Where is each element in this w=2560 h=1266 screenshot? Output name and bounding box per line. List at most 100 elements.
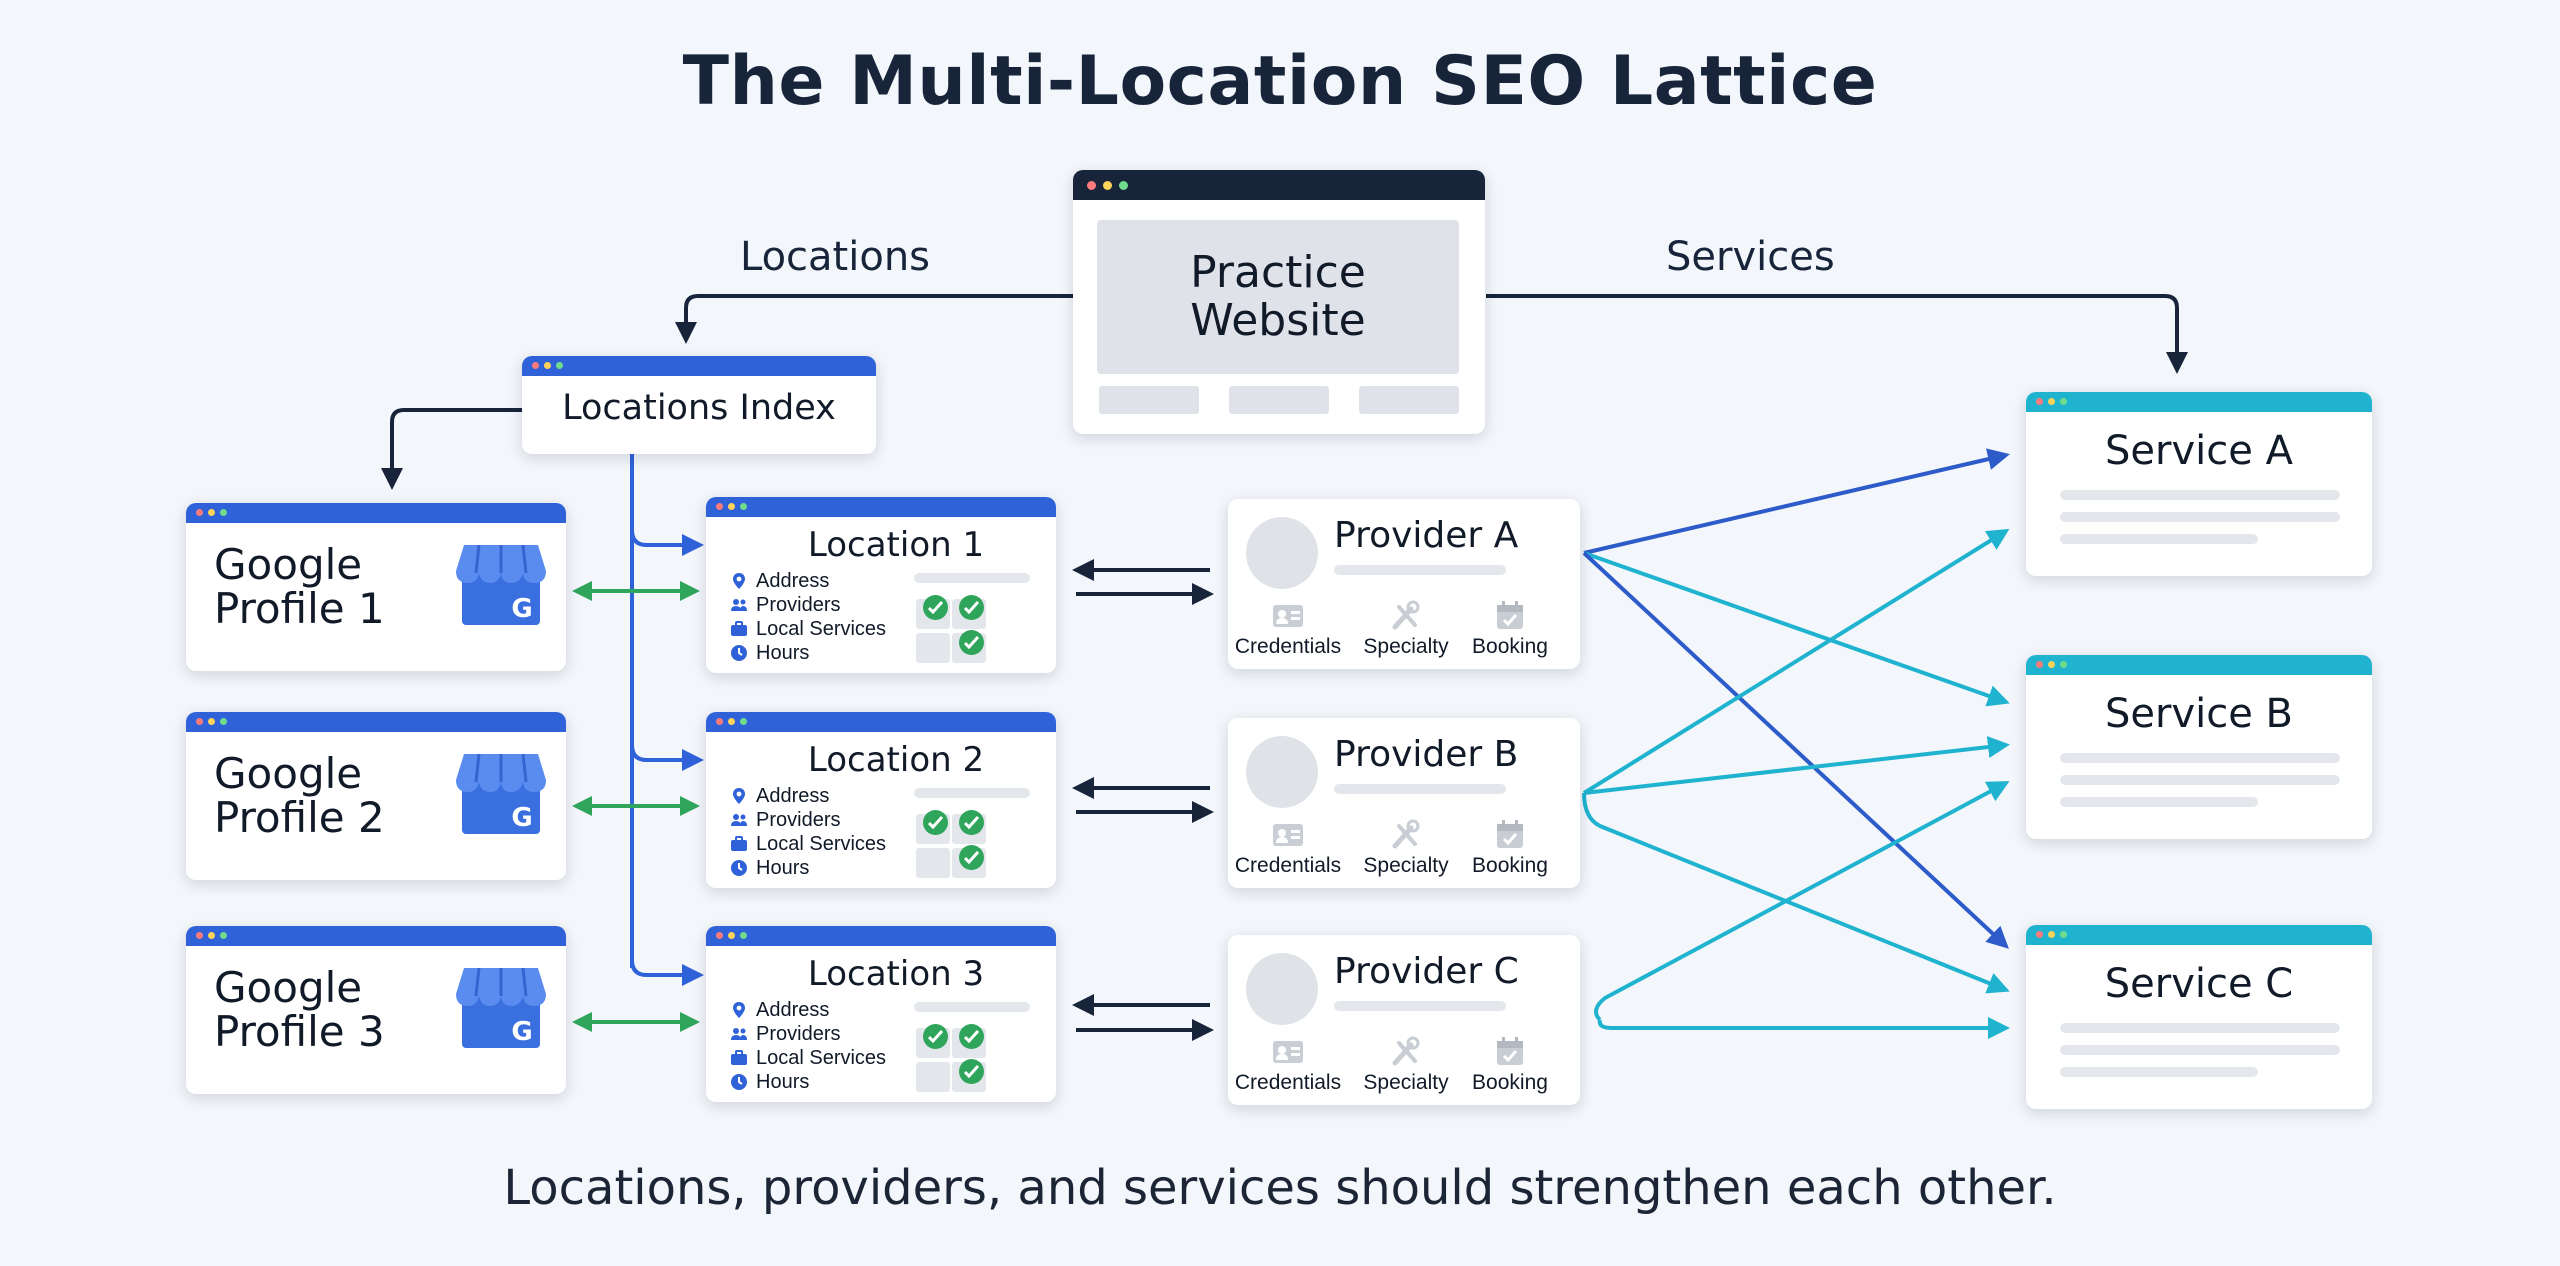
window-titlebar — [2026, 925, 2372, 945]
svg-text:G: G — [511, 803, 532, 833]
google-profile-label-line1: Google — [214, 749, 363, 798]
window-titlebar — [186, 712, 566, 732]
location-field: Address — [730, 998, 886, 1022]
status-grid-cell — [916, 848, 950, 878]
locations-index-card: Locations Index — [522, 356, 876, 454]
provider-feature-label: Booking — [1472, 854, 1548, 877]
google-profile-label-line2: Profile 2 — [214, 793, 385, 842]
hours-clock-icon — [730, 644, 748, 662]
placeholder-line — [1334, 1001, 1506, 1011]
booking-calendar-icon — [1450, 818, 1570, 850]
location-field: Providers — [730, 1022, 886, 1046]
locations-index-label: Locations Index — [562, 388, 836, 428]
location-field-label: Address — [756, 569, 830, 592]
window-titlebar — [2026, 392, 2372, 412]
window-titlebar — [186, 926, 566, 946]
location-field-label: Hours — [756, 641, 810, 664]
svg-text:G: G — [511, 594, 532, 624]
check-icon — [959, 810, 984, 835]
check-icon — [959, 1059, 984, 1084]
location-title: Location 1 — [807, 525, 985, 565]
provider-feature-label: Credentials — [1234, 635, 1342, 658]
location-card-3: Location 3 Address Providers Local Servi… — [706, 926, 1056, 1102]
avatar — [1246, 736, 1318, 808]
svg-text:G: G — [511, 1017, 532, 1047]
status-grid-cell — [916, 1062, 950, 1092]
placeholder-line — [2060, 534, 2258, 544]
provider-feature-label: Credentials — [1234, 1071, 1342, 1094]
provider-name: Provider A — [1334, 515, 1519, 556]
check-icon — [923, 595, 948, 620]
provider-feature: Credentials — [1228, 599, 1348, 659]
provider-name: Provider C — [1334, 951, 1519, 992]
location-field-label: Providers — [756, 1022, 841, 1045]
credentials-card-icon — [1228, 1035, 1348, 1067]
google-profile-card-2: Google Profile 2 G — [186, 712, 566, 880]
provider-feature-label: Booking — [1472, 635, 1548, 658]
local-services-briefcase-icon — [730, 1049, 748, 1067]
practice-website-card: Practice Website — [1073, 170, 1485, 434]
check-icon — [923, 1024, 948, 1049]
check-icon — [923, 810, 948, 835]
google-profile-label-line1: Google — [214, 540, 363, 589]
hours-clock-icon — [730, 859, 748, 877]
service-card-1: Service A — [2026, 392, 2372, 576]
location-field: Address — [730, 569, 886, 593]
location-card-1: Location 1 Address Providers Local Servi… — [706, 497, 1056, 673]
credentials-card-icon — [1228, 818, 1348, 850]
location-field-label: Hours — [756, 1070, 810, 1093]
provider-feature: Specialty — [1346, 599, 1466, 659]
specialty-tools-icon — [1346, 1035, 1466, 1067]
google-profile-label-line1: Google — [214, 963, 363, 1012]
location-card-2: Location 2 Address Providers Local Servi… — [706, 712, 1056, 888]
check-icon — [959, 595, 984, 620]
location-field: Address — [730, 784, 886, 808]
window-titlebar — [2026, 655, 2372, 675]
provider-feature-label: Specialty — [1363, 635, 1449, 658]
placeholder-line — [1334, 565, 1506, 575]
provider-feature: Booking — [1450, 599, 1570, 659]
location-field-label: Providers — [756, 808, 841, 831]
status-grid-cell — [916, 633, 950, 663]
location-field-label: Hours — [756, 856, 810, 879]
provider-feature: Specialty — [1346, 1035, 1466, 1095]
window-titlebar — [706, 712, 1056, 732]
location-field: Local Services — [730, 1046, 886, 1070]
location-field-label: Local Services — [756, 617, 887, 640]
location-field: Providers — [730, 593, 886, 617]
location-field-list: Address Providers Local Services Hours — [730, 569, 886, 665]
location-field: Hours — [730, 856, 886, 880]
local-services-briefcase-icon — [730, 620, 748, 638]
location-field: Local Services — [730, 832, 886, 856]
location-title: Location 3 — [807, 954, 985, 994]
placeholder-line — [914, 788, 1030, 798]
google-business-icon: G — [454, 746, 548, 836]
booking-calendar-icon — [1450, 1035, 1570, 1067]
provider-feature: Credentials — [1228, 818, 1348, 878]
diagram-title: The Multi-Location SEO Lattice — [682, 42, 1878, 121]
provider-feature-label: Specialty — [1363, 854, 1449, 877]
google-profile-card-3: Google Profile 3 G — [186, 926, 566, 1094]
google-profile-label-line2: Profile 3 — [214, 1007, 385, 1056]
location-field-label: Local Services — [756, 832, 887, 855]
diagram-caption: Locations, providers, and services shoul… — [503, 1160, 2057, 1216]
placeholder-line — [1334, 784, 1506, 794]
provider-feature-label: Credentials — [1234, 854, 1342, 877]
booking-calendar-icon — [1450, 599, 1570, 631]
provider-card-3: Provider C Credentials Specialty Booking — [1228, 935, 1580, 1105]
check-icon — [959, 845, 984, 870]
location-field: Providers — [730, 808, 886, 832]
location-field-label: Address — [756, 784, 830, 807]
service-card-3: Service C — [2026, 925, 2372, 1109]
placeholder-line — [2060, 1067, 2258, 1077]
provider-name: Provider B — [1334, 734, 1519, 775]
google-profile-card-1: Google Profile 1 G — [186, 503, 566, 671]
website-placeholder-block — [1359, 386, 1459, 414]
check-icon — [959, 1024, 984, 1049]
placeholder-line — [914, 1002, 1030, 1012]
location-field-list: Address Providers Local Services Hours — [730, 998, 886, 1094]
provider-feature-label: Booking — [1472, 1071, 1548, 1094]
avatar — [1246, 953, 1318, 1025]
service-card-2: Service B — [2026, 655, 2372, 839]
